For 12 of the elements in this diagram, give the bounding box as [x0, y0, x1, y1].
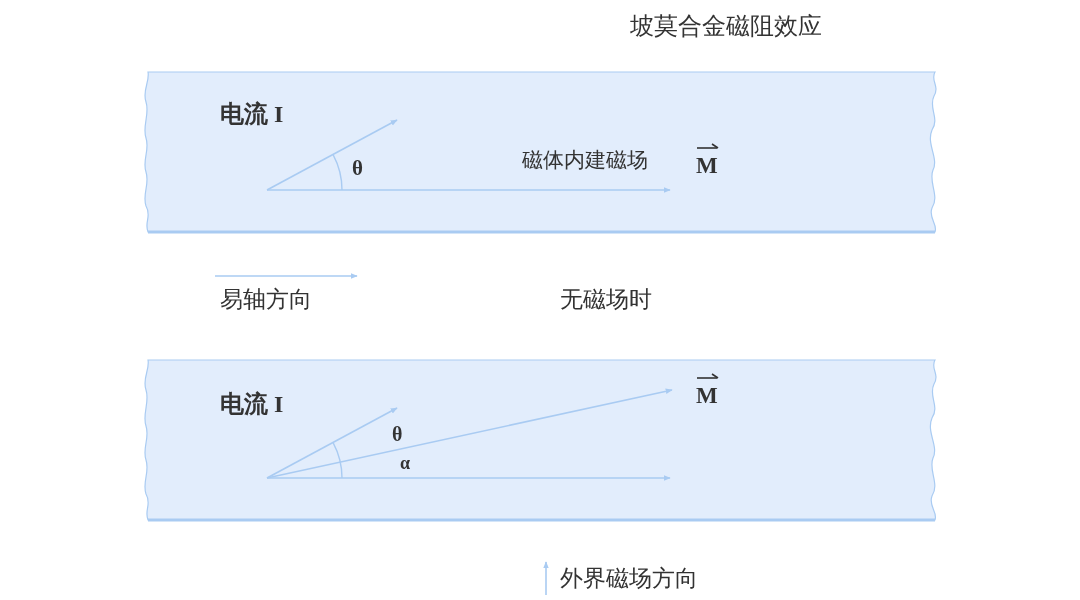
field-label: 磁体内建磁场 [522, 150, 648, 171]
vector-label: M [696, 384, 718, 407]
vector-label: M [696, 154, 718, 177]
state-label: 无磁场时 [560, 288, 652, 311]
angle-label: θ [392, 424, 403, 444]
angle-label: θ [352, 158, 363, 179]
diagram-title: 坡莫合金磁阻效应 [630, 14, 822, 38]
current-label: 电流 I [220, 392, 284, 416]
direction-label: 易轴方向 [220, 288, 312, 311]
direction-label: 外界磁场方向 [560, 567, 698, 590]
current-label: 电流 I [220, 102, 284, 126]
angle-label: α [400, 454, 411, 472]
